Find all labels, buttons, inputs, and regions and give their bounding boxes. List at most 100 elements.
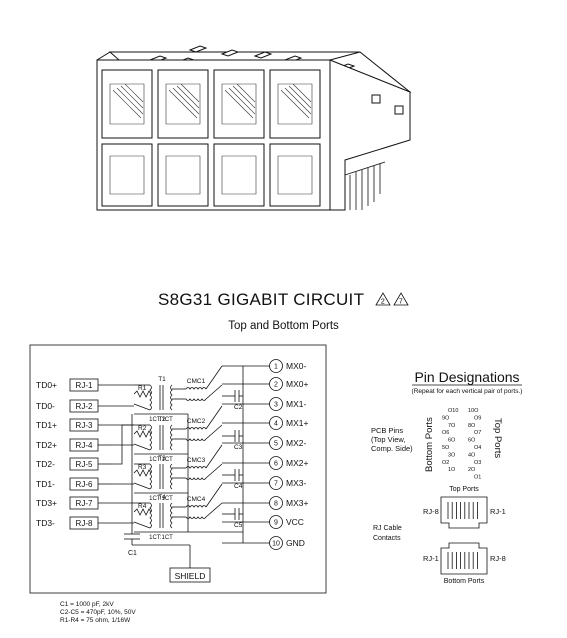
td-label: TD3+ <box>36 498 57 508</box>
pcb-pin-left: O10 <box>448 408 458 414</box>
turns-ratio: 1CT:1CT <box>149 535 173 541</box>
bottom-jack-left-label: RJ-1 <box>423 554 439 563</box>
capacitor-label: C5 <box>234 522 243 529</box>
output-lead <box>205 444 223 469</box>
primary-lead <box>133 443 151 451</box>
revision-triangle-icon: 7 <box>393 292 409 306</box>
pin-label: MX0+ <box>286 379 308 389</box>
top-jack-contacts <box>447 502 478 519</box>
note-r1-r4: R1-R4 = 75 ohm, 1/16W <box>60 617 131 624</box>
resistor-zigzag <box>133 508 152 516</box>
output-lead <box>205 365 223 390</box>
rj-label: RJ-3 <box>76 421 93 430</box>
pcb-pin-right: 10O <box>468 408 479 414</box>
top-jack-right-label: RJ-1 <box>490 507 506 516</box>
pcb-pin-right: O3 <box>474 460 481 466</box>
signal-crossover <box>112 424 134 485</box>
transformer-label: T3 <box>158 455 166 462</box>
primary-coil <box>149 384 152 411</box>
cmc-coil-top <box>185 387 207 390</box>
pcb-pin-right: 2O <box>468 467 476 473</box>
transformer-group: T1R11CT:1CTCMC1C2T2R21CT:1CTCMC2C3T3R31C… <box>131 365 243 541</box>
circuit-subtitle: Top and Bottom Ports <box>228 320 339 332</box>
pcb-pin-left: 5O <box>442 445 450 451</box>
pin-label: GND <box>286 538 305 548</box>
pin-number: 10 <box>272 541 280 548</box>
pcb-label-line-1: PCB Pins <box>371 426 403 435</box>
pin-label: MX3- <box>286 478 306 488</box>
resistor-label: R4 <box>138 503 147 510</box>
output-lead <box>205 384 223 400</box>
pcb-pin-left: O6 <box>442 430 449 436</box>
pin-number: 3 <box>274 402 278 409</box>
pin-designations-title: Pin Designations <box>414 369 519 385</box>
pin-number: 6 <box>274 461 278 468</box>
note-c2-c5: C2-C5 = 470pF, 10%, 50V <box>60 609 136 616</box>
secondary-coil <box>170 424 173 451</box>
transformer-label: T2 <box>158 416 166 423</box>
shield-label: SHIELD <box>175 571 206 581</box>
pin-designations-panel: Pin Designations (Repeat for each vertic… <box>371 369 522 585</box>
resistor-label: R1 <box>138 385 147 392</box>
circuit-title: S8G31 GIGABIT CIRCUIT 2 7 <box>0 290 567 310</box>
primary-coil <box>149 502 152 529</box>
capacitor-label: C3 <box>234 444 243 451</box>
pcb-pin-right: 6O <box>468 438 476 444</box>
revision-triangle-icon: 2 <box>375 292 391 306</box>
rj-cable-contacts-label: RJ Cable Contacts <box>373 525 402 542</box>
top-jack-left-label: RJ-8 <box>423 507 439 516</box>
turns-ratio: 1CT:1CT <box>149 417 173 423</box>
resistor-zigzag <box>133 469 152 477</box>
rj-label: RJ-6 <box>76 480 93 489</box>
top-jack-outline <box>440 496 488 529</box>
cmc-coil-bottom <box>185 398 207 401</box>
rj-cable-line-1: RJ Cable <box>373 525 402 532</box>
output-lead <box>205 405 223 430</box>
pin-label: MX0- <box>286 361 306 371</box>
td-label: TD0+ <box>36 380 57 390</box>
secondary-coil <box>170 463 173 490</box>
resistor-label: R3 <box>138 464 147 471</box>
pcb-pin-right: O4 <box>474 445 481 451</box>
cmc-label: CMC3 <box>187 457 206 464</box>
rj-cable-line-2: Contacts <box>373 535 401 542</box>
cmc-label: CMC2 <box>187 418 206 425</box>
turns-ratio: 1CT:1CT <box>149 457 173 463</box>
pin-number: 4 <box>274 421 278 428</box>
c1-capacitor: C1 <box>124 520 191 568</box>
rj-label: RJ-7 <box>76 499 93 508</box>
cmc-label: CMC4 <box>187 496 206 503</box>
capacitor-label: C4 <box>234 483 243 490</box>
top-jack-caption: Top Ports <box>449 486 479 493</box>
bottom-ports-vertical-label: Bottom Ports <box>424 417 435 472</box>
pin-number: 1 <box>274 364 278 371</box>
turns-ratio: 1CT:1CT <box>149 496 173 502</box>
cmc-label: CMC1 <box>187 378 206 385</box>
schematic-frame <box>29 344 327 594</box>
rj-label: RJ-4 <box>76 441 93 450</box>
pcb-pin-right: O1 <box>474 475 481 481</box>
bottom-jack-right-label: RJ-8 <box>490 554 506 563</box>
rj-label: RJ-8 <box>76 519 93 528</box>
pin-number: 7 <box>274 481 278 488</box>
td-label: TD1+ <box>36 420 57 430</box>
capacitor-label: C2 <box>234 404 243 411</box>
cmc-coil-bottom <box>185 438 207 441</box>
connector-illustration <box>96 45 412 211</box>
pcb-pin-right: O9 <box>474 415 481 421</box>
pcb-pin-left: 1O <box>448 467 456 473</box>
pin-number: 2 <box>274 382 278 389</box>
bottom-jack-caption: Bottom Ports <box>444 578 485 585</box>
output-lead <box>205 483 223 508</box>
rj-label: RJ-5 <box>76 460 93 469</box>
resistor-label: R2 <box>138 425 147 432</box>
pin-number: 8 <box>274 501 278 508</box>
pcb-pin-right: O7 <box>474 430 481 436</box>
primary-lead <box>133 482 151 490</box>
transformer-label: T1 <box>158 376 166 383</box>
pin-label: MX1- <box>286 399 306 409</box>
rj-label: RJ-2 <box>76 402 93 411</box>
cmc-coil-top <box>185 427 207 430</box>
cmc-coil-top <box>185 466 207 469</box>
